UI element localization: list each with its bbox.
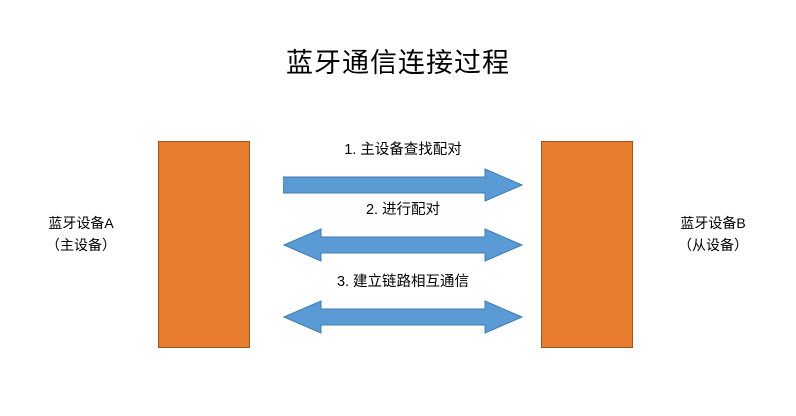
device-label-a: 蓝牙设备A （主设备） [6, 212, 156, 256]
device-label-b-name: 蓝牙设备B [680, 215, 746, 231]
step-3-caption: 3. 建立链路相互通信 [336, 274, 470, 290]
device-label-a-name: 蓝牙设备A [48, 215, 114, 231]
step-2-caption: 2. 进行配对 [365, 202, 441, 218]
arrow-left-right-icon[interactable] [283, 228, 523, 262]
step-3-row: 3. 建立链路相互通信 [283, 272, 523, 334]
device-label-b: 蓝牙设备B （从设备） [638, 212, 788, 256]
step-1-caption: 1. 主设备查找配对 [344, 142, 462, 158]
device-label-a-role: （主设备） [46, 237, 116, 253]
page-title: 蓝牙通信连接过程 [286, 48, 510, 78]
device-label-b-role: （从设备） [678, 237, 748, 253]
arrow-left-right-icon[interactable] [283, 300, 523, 334]
device-box-a[interactable] [158, 141, 250, 348]
step-1-row: 1. 主设备查找配对 [283, 140, 523, 202]
step-2-row: 2. 进行配对 [283, 200, 523, 262]
arrow-right-icon[interactable] [283, 168, 523, 202]
device-box-b[interactable] [541, 141, 633, 348]
